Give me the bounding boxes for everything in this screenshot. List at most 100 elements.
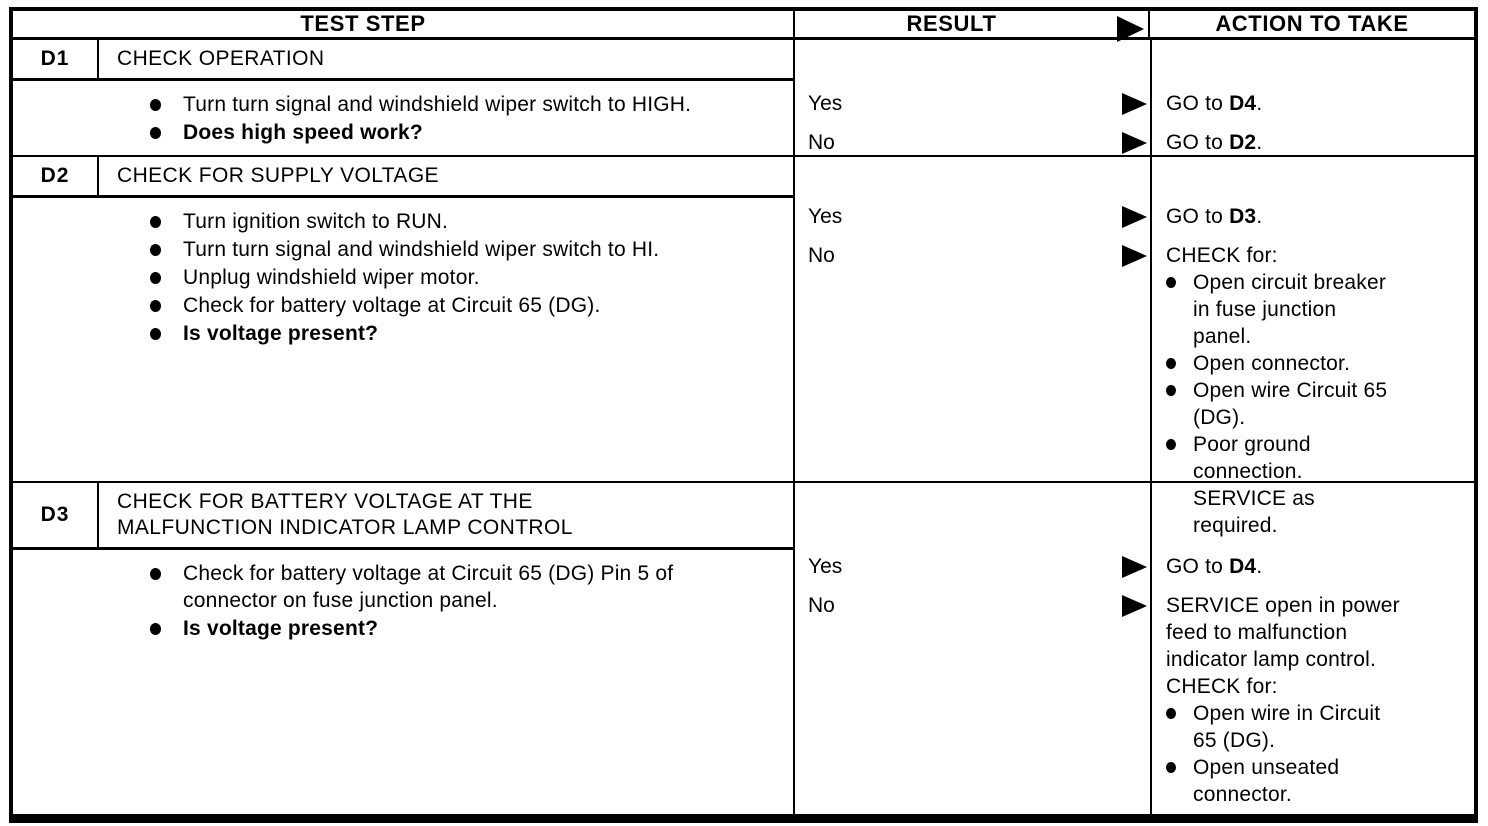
bullet-dot-icon — [150, 328, 161, 340]
right-arrow-icon — [1122, 132, 1147, 154]
section-d1: D1 CHECK OPERATION Turn turn signal and … — [13, 40, 1474, 168]
test-step-list: Turn ignition switch to RUN. Turn turn s… — [13, 198, 793, 348]
action-check-item: Open circuit breaker in fuse junction pa… — [1166, 269, 1474, 350]
bullet-dot-icon — [150, 216, 161, 228]
bullet-dot-icon — [1166, 439, 1176, 450]
action-check-item: Open wire in Circuit 65 (DG). — [1166, 700, 1474, 754]
bullet-dot-icon — [1166, 762, 1176, 773]
right-arrow-icon — [1117, 16, 1144, 42]
bullet-dot-icon — [150, 300, 161, 312]
test-id: D3 — [13, 483, 99, 547]
action-goto-pre: GO to — [1166, 205, 1230, 228]
action-check-text: Open wire Circuit 65 (DG). — [1193, 379, 1388, 429]
test-title-row: D2 CHECK FOR SUPPLY VOLTAGE — [13, 157, 793, 198]
action-goto-post: . — [1256, 205, 1263, 228]
test-step-text: Turn ignition switch to RUN. — [183, 210, 449, 233]
action-check-text: Open connector. — [1193, 352, 1351, 375]
result-row: Yes GO to D4. — [795, 40, 1474, 129]
action-cell: GO to D4. — [1150, 483, 1474, 592]
action-check-item: Open wire Circuit 65 (DG). — [1166, 377, 1474, 431]
test-title: CHECK FOR BATTERY VOLTAGE AT THE MALFUNC… — [99, 483, 583, 547]
test-step-item: Unplug windshield wiper motor. — [150, 264, 793, 291]
bullet-dot-icon — [150, 272, 161, 284]
result-row: No GO to D2. — [795, 129, 1474, 168]
result-label: No — [808, 244, 835, 267]
column-header-action: ACTION TO TAKE — [1215, 11, 1409, 36]
action-goto-post: . — [1256, 555, 1263, 578]
action-goto-ref: D3 — [1229, 205, 1257, 228]
result-action-cell: Yes GO to D3. No CHECK for: — [795, 157, 1474, 551]
test-step-text: Turn turn signal and windshield wiper sw… — [183, 93, 692, 116]
action-check-list: Open circuit breaker in fuse junction pa… — [1166, 269, 1474, 539]
bullet-dot-icon — [1166, 708, 1176, 719]
test-title-line2: MALFUNCTION INDICATOR LAMP CONTROL — [117, 516, 573, 539]
test-title: CHECK OPERATION — [117, 47, 325, 70]
action-cell: GO to D3. — [1150, 157, 1474, 242]
result-label: Yes — [808, 205, 843, 228]
result-label: Yes — [808, 92, 843, 115]
result-cell: Yes — [795, 483, 1150, 592]
test-step-cell: D3 CHECK FOR BATTERY VOLTAGE AT THE MALF… — [13, 483, 795, 820]
result-cell: Yes — [795, 40, 1150, 129]
result-row: No CHECK for: Open circuit breaker in fu… — [795, 242, 1474, 551]
result-action-cell: Yes GO to D4. No SERVICE open in power f… — [795, 483, 1474, 820]
action-cell: GO to D2. — [1150, 129, 1474, 168]
bullet-dot-icon — [150, 99, 161, 111]
test-step-text: Turn turn signal and windshield wiper sw… — [183, 238, 660, 261]
right-arrow-icon — [1122, 556, 1147, 578]
action-goto-post: . — [1256, 131, 1263, 154]
column-header-result: RESULT — [795, 11, 1150, 42]
test-step-item: Is voltage present? — [150, 615, 793, 642]
action-goto-ref: D4 — [1229, 92, 1257, 115]
action-goto: GO to D4. — [1166, 553, 1416, 580]
bullet-dot-icon — [150, 568, 161, 580]
action-check-text: Open circuit breaker in fuse junction pa… — [1193, 271, 1387, 348]
action-check-item: Open unseated connector. — [1166, 754, 1474, 808]
result-cell: No — [795, 129, 1150, 168]
action-check-item: Poor ground connection. SERVICE as requi… — [1166, 431, 1474, 539]
action-intro: CHECK for: — [1166, 244, 1278, 267]
action-check-item: Open connector. — [1166, 350, 1474, 377]
action-goto-pre: GO to — [1166, 131, 1230, 154]
bullet-dot-icon — [150, 623, 161, 635]
test-step-item: Check for battery voltage at Circuit 65 … — [150, 560, 793, 614]
action-intro: SERVICE open in power feed to malfunctio… — [1166, 594, 1400, 698]
action-check-text: Open unseated connector. — [1193, 756, 1340, 806]
action-check-text: Poor ground connection. SERVICE as requi… — [1193, 433, 1315, 537]
result-label: Yes — [808, 555, 843, 578]
action-goto-pre: GO to — [1166, 92, 1230, 115]
test-title: CHECK FOR SUPPLY VOLTAGE — [117, 164, 439, 187]
result-row: Yes GO to D4. — [795, 483, 1474, 592]
action-goto-pre: GO to — [1166, 555, 1230, 578]
right-arrow-icon — [1122, 245, 1147, 267]
action-cell: SERVICE open in power feed to malfunctio… — [1150, 592, 1474, 820]
test-title-row: D1 CHECK OPERATION — [13, 40, 793, 81]
result-row: Yes GO to D3. — [795, 157, 1474, 242]
test-step-item: Turn ignition switch to RUN. — [150, 208, 793, 235]
action-goto-ref: D2 — [1229, 131, 1257, 154]
diagnostic-table: TEST STEP RESULT ACTION TO TAKE D1 CHECK… — [9, 7, 1478, 823]
result-action-cell: Yes GO to D4. No GO to D2. — [795, 40, 1474, 168]
test-step-item: Turn turn signal and windshield wiper sw… — [150, 236, 793, 263]
result-cell: Yes — [795, 157, 1150, 242]
test-step-cell: D2 CHECK FOR SUPPLY VOLTAGE Turn ignitio… — [13, 157, 795, 481]
action-cell: GO to D4. — [1150, 40, 1474, 129]
action-check-text: Open wire in Circuit 65 (DG). — [1193, 702, 1381, 752]
bullet-dot-icon — [150, 127, 161, 139]
test-title-row: D3 CHECK FOR BATTERY VOLTAGE AT THE MALF… — [13, 483, 793, 550]
section-d3: D3 CHECK FOR BATTERY VOLTAGE AT THE MALF… — [13, 481, 1474, 820]
right-arrow-icon — [1122, 93, 1147, 115]
test-id: D2 — [13, 157, 99, 195]
test-step-cell: D1 CHECK OPERATION Turn turn signal and … — [13, 40, 795, 155]
action-goto: GO to D3. — [1166, 203, 1416, 230]
column-header-result-label: RESULT — [906, 11, 997, 36]
test-step-text: Check for battery voltage at Circuit 65 … — [183, 562, 674, 612]
test-step-text: Check for battery voltage at Circuit 65 … — [183, 294, 601, 317]
test-step-item: Check for battery voltage at Circuit 65 … — [150, 292, 793, 319]
bullet-dot-icon — [1166, 358, 1176, 369]
test-step-item: Is voltage present? — [150, 320, 793, 347]
column-header-test-step: TEST STEP — [13, 11, 795, 37]
bullet-dot-icon — [1166, 277, 1176, 288]
action-cell: CHECK for: Open circuit breaker in fuse … — [1150, 242, 1474, 551]
